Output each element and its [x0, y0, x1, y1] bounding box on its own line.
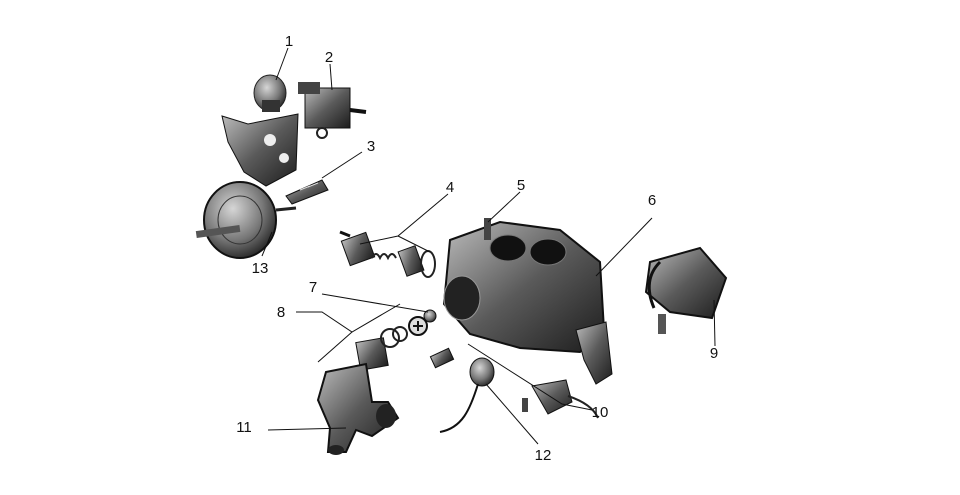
part-11-coolant-housing — [316, 362, 400, 455]
leader-6 — [595, 217, 653, 277]
leader-10 — [467, 343, 593, 411]
leader-11 — [267, 427, 347, 431]
leader-7 — [321, 293, 429, 313]
leader-3 — [321, 151, 363, 179]
callout-3: 3 — [367, 138, 375, 155]
leader-lines — [261, 47, 716, 445]
callout-10: 10 — [592, 404, 609, 421]
part-12-cutoff-solenoid — [429, 347, 528, 433]
callout-12: 12 — [535, 447, 552, 464]
callout-7: 7 — [309, 279, 317, 296]
callout-4: 4 — [446, 179, 454, 196]
callout-1: 1 — [285, 33, 293, 50]
callout-5: 5 — [517, 177, 525, 194]
callout-9: 9 — [710, 345, 718, 362]
part-10-throttle-switch — [531, 379, 599, 419]
leader-4a — [359, 193, 449, 245]
leader-8b — [317, 331, 353, 363]
carburetor-main-body — [442, 218, 613, 385]
leader-13 — [261, 231, 273, 257]
callout-6: 6 — [648, 192, 656, 209]
leader-5 — [487, 191, 521, 223]
leader-8a — [296, 303, 401, 333]
leader-1 — [275, 47, 289, 81]
mounting-bracket — [221, 113, 299, 187]
part-8-enrichment-diaphragm — [355, 316, 428, 371]
part-1-vacuum-cap — [253, 74, 287, 112]
leader-9 — [713, 299, 716, 347]
part-9-choke-cover — [644, 246, 728, 334]
leader-4b — [397, 235, 431, 253]
callout-labels: 1 2 3 4 5 6 7 8 9 10 11 12 13 — [236, 33, 718, 464]
callout-13: 13 — [252, 260, 269, 277]
callout-11: 11 — [236, 419, 252, 436]
callout-8: 8 — [277, 304, 285, 321]
leader-2 — [329, 63, 333, 91]
part-13-vacuum-diaphragm — [195, 181, 297, 259]
leader-12 — [485, 383, 539, 445]
part-3-adjusting-screw — [285, 179, 329, 205]
callout-2: 2 — [325, 49, 333, 66]
part-2-solenoid-valve — [298, 82, 367, 139]
part-7-valve — [423, 309, 437, 323]
part-4-accelerator-pump — [339, 230, 436, 278]
